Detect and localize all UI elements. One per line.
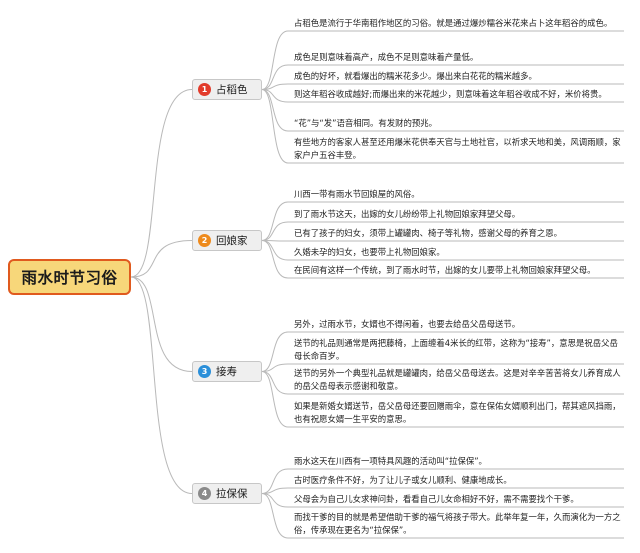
leaf-note: 古时医疗条件不好，为了让儿子或女儿顺利、健康地成长。 [294,475,512,485]
branch-leaf-connector [261,487,624,494]
branch-leaf-connector [261,468,624,494]
root-label: 雨水时节习俗 [21,269,118,287]
leaf-note: 到了雨水节这天，出嫁的女儿纷纷带上礼物回娘家拜望父母。 [294,209,521,219]
leaf-note: 而找干爹的目的就是希望借助干爹的福气将孩子带大。此举年复一年，久而演化为一方之俗… [294,512,621,535]
leaf-note: 久婚未孕的妇女，也要带上礼物回娘家。 [294,247,445,257]
leaf-note: 成色足则意味着高产，成色不足则意味着产量低。 [294,52,479,62]
leaf-note: 雨水这天在川西有一项特具风趣的活动叫“拉保保”。 [294,456,487,466]
leaf-note: 有些地方的客家人甚至还用爆米花供奉天官与土地社官，以祈求天地和美，风调雨顺，家家… [294,137,621,160]
branch-leaf-connector [261,64,624,90]
leaf-note: 如果是新婚女婿送节，岳父岳母还要回赠雨伞，意在保佑女婿顺利出门，帮其遮风挡雨，也… [294,401,621,424]
branch-leaf-connector [261,371,624,395]
root-branch-connector [130,276,193,494]
branch-label: 拉保保 [216,488,248,500]
branch-leaf-connector [261,331,624,372]
leaf-note: “花”与“发”语音相同。有发财的预兆。 [294,118,437,128]
root-branch-connector [130,89,193,278]
number-badge: 1 [198,83,211,96]
branch-label: 接寿 [216,366,237,378]
root-node[interactable]: 雨水时节习俗 [8,259,131,295]
number-badge: 2 [198,234,211,247]
branch-leaf-connector [261,30,624,90]
branch-leaf-connector [261,221,624,241]
branch-leaf-connector [261,240,624,279]
leaf-note: 送节的另外一个典型礼品就是罐罐肉，给岳父岳母送去。这是对辛辛苦苦将女儿养育成人的… [294,368,621,391]
root-branch-connector [130,240,193,278]
branch-leaf-connector [261,201,624,241]
branch-jieshou[interactable]: 3 接寿 [192,361,262,382]
number-badge: 3 [198,365,211,378]
branch-label: 占稻色 [216,84,248,96]
leaf-note: 已有了孩子的妇女，须带上罐罐肉、椅子等礼物，感谢父母的养育之恩。 [294,228,562,238]
leaf-note: 父母会为自己儿女求神问卦，看看自己儿女命相好不好，需不需要找个干爹。 [294,494,579,504]
number-badge: 4 [198,487,211,500]
leaf-note: 送节的礼品则通常是两把藤椅，上面缠着4米长的红带，这称为“接寿”，意思是祝岳父岳… [294,338,618,361]
branch-leaf-connector [261,89,624,103]
branch-leaf-connector [261,371,624,428]
branch-leaf-connector [261,240,624,242]
branch-leaf-connector [261,89,624,164]
branch-leaf-connector [261,493,624,508]
leaf-note: 成色的好坏，就看爆出的糯米花多少。爆出来白花花的糯米越多。 [294,71,537,81]
branch-label: 回娘家 [216,235,248,247]
leaf-note: 另外，过雨水节，女婿也不得闲着，也要去给岳父岳母送节。 [294,319,521,329]
branch-huiniangjia[interactable]: 2 回娘家 [192,230,262,251]
branch-zhandaose[interactable]: 1 占稻色 [192,79,262,100]
branch-leaf-connector [261,363,624,372]
branch-labaobao[interactable]: 4 拉保保 [192,483,262,504]
leaf-note: 则这年稻谷收成越好;而爆出来的米花越少，则意味着这年稻谷收成不好，米价将贵。 [294,89,607,99]
branch-leaf-connector [261,493,624,539]
leaf-note: 川西一带有雨水节回娘屋的风俗。 [294,189,420,199]
root-branch-connector [130,276,193,372]
branch-leaf-connector [261,83,624,90]
leaf-note: 在民间有这样一个传统，到了雨水时节，出嫁的女儿要带上礼物回娘家拜望父母。 [294,265,596,275]
branch-leaf-connector [261,89,624,132]
leaf-note: 占稻色是流行于华南稻作地区的习俗。就是通过爆炒糯谷米花来占卜这年稻谷的成色。 [294,18,613,28]
